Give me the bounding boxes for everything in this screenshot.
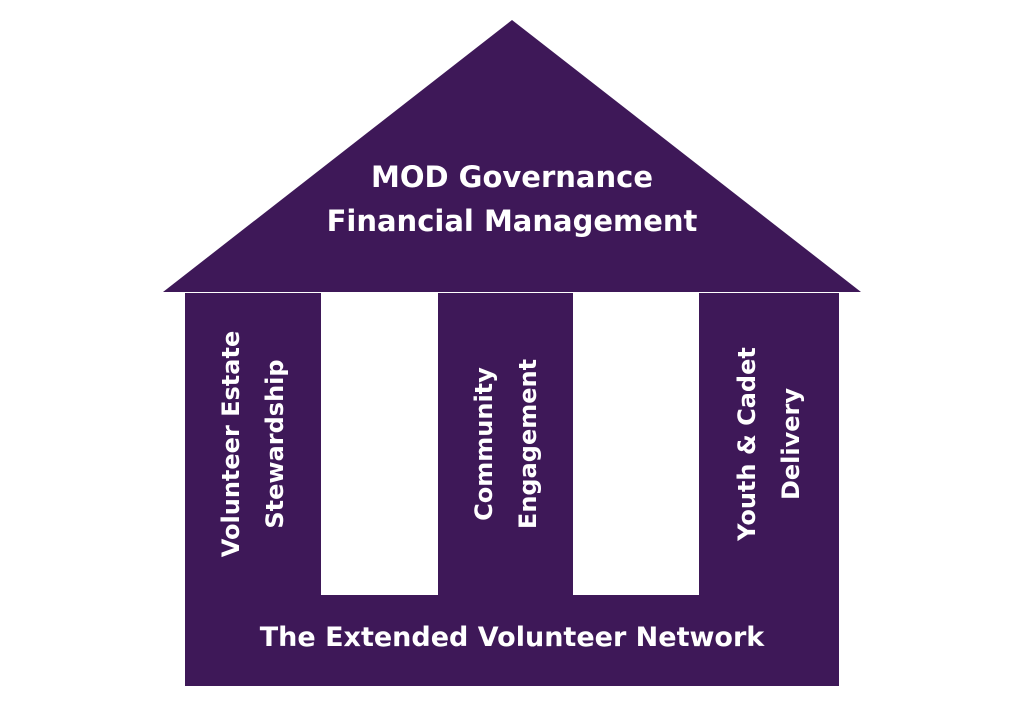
pillar-label-line1: Youth & Cadet <box>733 347 761 541</box>
pillar-label-line2: Engagement <box>513 358 542 530</box>
pillar-community-engagement: Community Engagement <box>438 293 573 595</box>
roof-title: MOD Governance <box>371 160 653 194</box>
pillar-label-line2: Stewardship <box>261 359 289 529</box>
roof-subtitle: Financial Management <box>326 204 698 238</box>
pillar-volunteer-estate-stewardship: Volunteer Estate Stewardship <box>185 293 321 595</box>
pillar-label: Youth & Cadet Delivery <box>725 347 813 541</box>
pillar-label-line1: Volunteer Estate <box>217 330 245 558</box>
pillar-label-line2: Delivery <box>777 387 805 501</box>
pillar-label: Volunteer Estate Stewardship <box>209 331 297 557</box>
roof-triangle <box>163 20 861 292</box>
pillar-label: Community Engagement <box>462 359 550 529</box>
base-foundation: The Extended Volunteer Network <box>185 595 839 686</box>
roof-text: MOD Governance Financial Management <box>262 155 762 243</box>
pillar-label-line1: Community <box>469 367 498 521</box>
base-label: The Extended Volunteer Network <box>259 622 765 653</box>
pillar-youth-cadet-delivery: Youth & Cadet Delivery <box>699 293 839 595</box>
